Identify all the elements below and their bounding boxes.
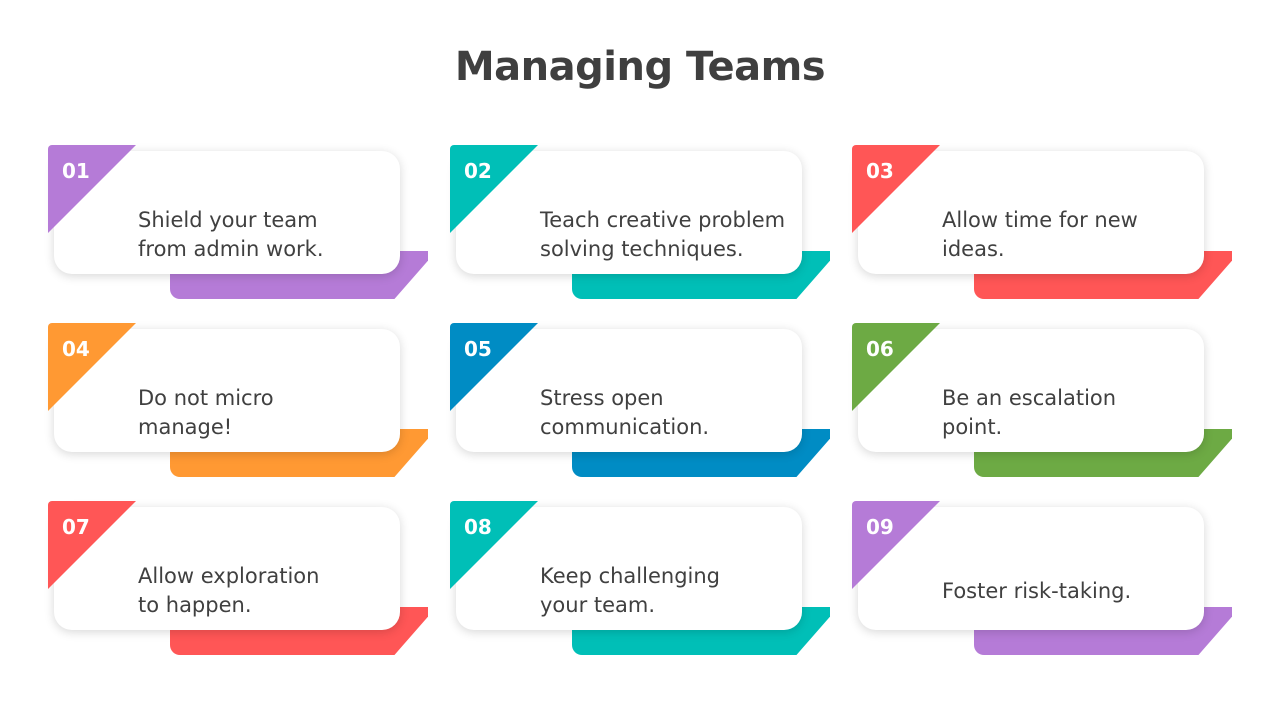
item-01: Shield your team from admin work. 01 (48, 145, 438, 305)
item-text-line2: your team. (540, 593, 656, 617)
item-text-line2: communication. (540, 415, 710, 439)
item-03: Allow time for new ideas. 03 (852, 145, 1242, 305)
item-text: Do not micro manage! (138, 367, 400, 459)
item-text-line1: Be an escalation (942, 386, 1117, 410)
item-card: Be an escalation point. (858, 329, 1204, 452)
item-07: Allow exploration to happen. 07 (48, 501, 438, 661)
item-number: 06 (866, 337, 894, 361)
item-card: Do not micro manage! (54, 329, 400, 452)
item-text: Allow time for new ideas. (942, 189, 1204, 281)
item-04: Do not micro manage! 04 (48, 323, 438, 483)
item-text-line1: Shield your team (138, 208, 318, 232)
item-number: 04 (62, 337, 90, 361)
item-text: Foster risk-taking. (942, 545, 1204, 637)
item-02: Teach creative problem solving technique… (450, 145, 840, 305)
item-number: 01 (62, 159, 90, 183)
item-number: 07 (62, 515, 90, 539)
item-card: Stress open communication. (456, 329, 802, 452)
item-text-line1: Do not micro (138, 386, 274, 410)
item-text: Teach creative problem solving technique… (540, 189, 802, 281)
item-number: 03 (866, 159, 894, 183)
item-text-line2: manage! (138, 415, 233, 439)
item-05: Stress open communication. 05 (450, 323, 840, 483)
item-number: 08 (464, 515, 492, 539)
item-number: 02 (464, 159, 492, 183)
item-card: Teach creative problem solving technique… (456, 151, 802, 274)
item-text-line1: Allow exploration (138, 564, 320, 588)
item-06: Be an escalation point. 06 (852, 323, 1242, 483)
item-text: Shield your team from admin work. (138, 189, 400, 281)
page-title: Managing Teams (454, 44, 826, 90)
item-text-line2: solving techniques. (540, 237, 744, 261)
item-text-line2: to happen. (138, 593, 252, 617)
item-text-line1: Stress open (540, 386, 664, 410)
item-text: Be an escalation point. (942, 367, 1204, 459)
item-card: Allow exploration to happen. (54, 507, 400, 630)
item-text: Keep challenging your team. (540, 545, 802, 637)
item-text-line2: point. (942, 415, 1003, 439)
item-text: Stress open communication. (540, 367, 802, 459)
item-card: Keep challenging your team. (456, 507, 802, 630)
item-text-line1: Allow time for new (942, 208, 1138, 232)
item-text-line2: from admin work. (138, 237, 324, 261)
item-text: Allow exploration to happen. (138, 545, 400, 637)
item-number: 05 (464, 337, 492, 361)
item-card: Foster risk-taking. (858, 507, 1204, 630)
item-08: Keep challenging your team. 08 (450, 501, 840, 661)
item-text-line1: Teach creative problem (540, 208, 786, 232)
item-text-line1: Keep challenging (540, 564, 720, 588)
item-text-line2: ideas. (942, 237, 1005, 261)
item-card: Allow time for new ideas. (858, 151, 1204, 274)
item-09: Foster risk-taking. 09 (852, 501, 1242, 661)
item-text-line1: Foster risk-taking. (942, 578, 1132, 603)
item-number: 09 (866, 515, 894, 539)
item-card: Shield your team from admin work. (54, 151, 400, 274)
